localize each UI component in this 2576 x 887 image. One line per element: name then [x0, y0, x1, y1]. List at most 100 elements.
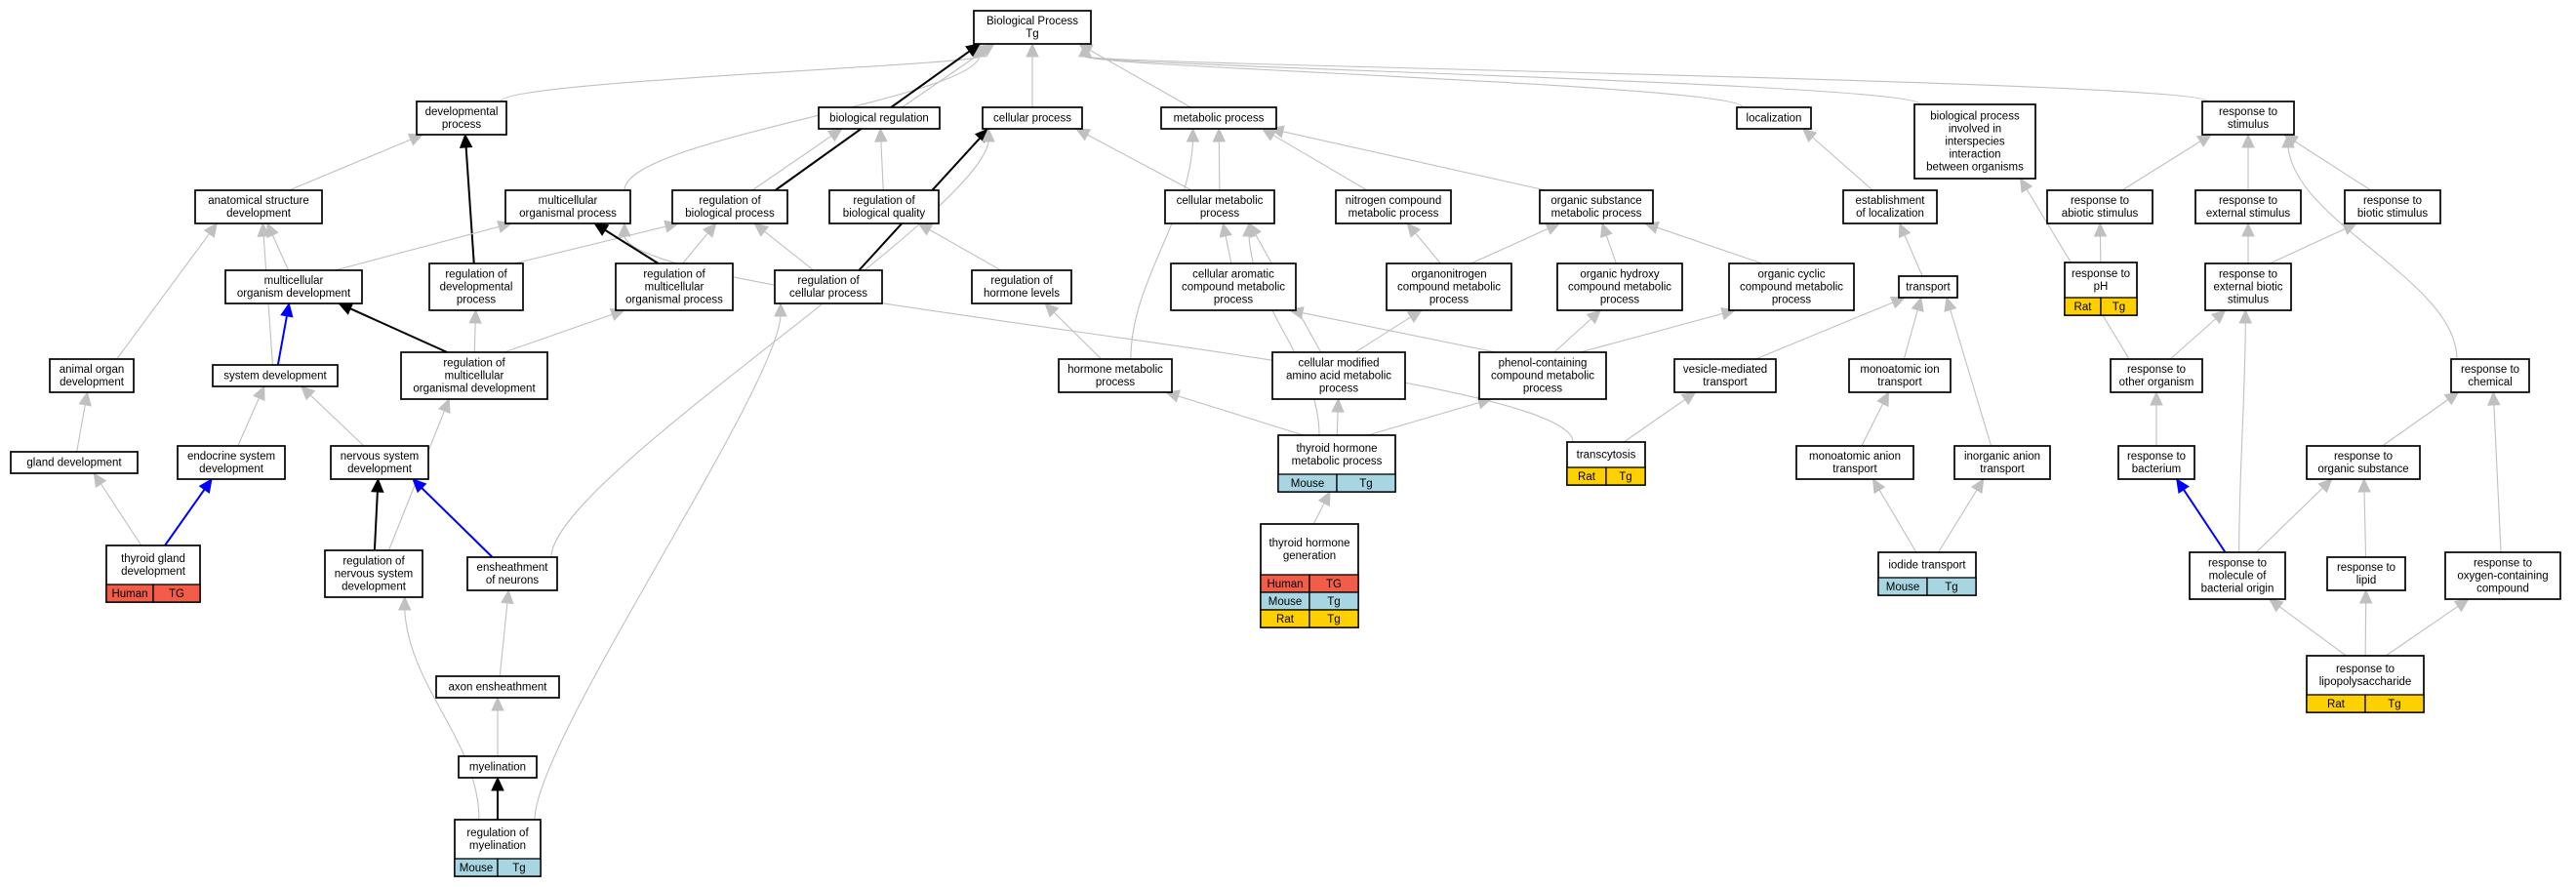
go-term-box[interactable] [1160, 106, 1277, 130]
go-term-box[interactable] [49, 358, 135, 393]
go-term-box[interactable] [1736, 106, 1812, 130]
go-term-box[interactable] [2194, 189, 2302, 224]
go-term-box[interactable] [1913, 103, 2036, 180]
go-term-box[interactable] [774, 269, 883, 304]
go-term-box[interactable] [1058, 358, 1173, 393]
go-term-axonensh[interactable]: axon ensheathment [435, 675, 560, 699]
go-term-box[interactable] [466, 556, 558, 591]
go-term-box[interactable] [2110, 358, 2203, 393]
go-term-transport[interactable]: transport [1898, 275, 1958, 299]
go-term-myelination[interactable]: myelination [458, 755, 538, 779]
go-term-box[interactable] [2306, 445, 2421, 480]
go-term-box[interactable] [982, 106, 1083, 130]
go-term-box[interactable] [224, 269, 363, 304]
go-term-box[interactable] [1898, 275, 1958, 299]
go-term-box[interactable] [416, 101, 507, 136]
go-term-box[interactable] [1539, 189, 1654, 224]
go-term-box[interactable] [1386, 262, 1512, 311]
go-term-cellproc[interactable]: cellular process [982, 106, 1083, 130]
go-term-box[interactable] [194, 189, 323, 224]
go-term-box[interactable] [2450, 358, 2530, 393]
go-term-box[interactable] [330, 445, 429, 480]
go-term-box[interactable] [2444, 551, 2561, 600]
go-term-box[interactable] [1335, 189, 1452, 224]
go-term-metproc[interactable]: metabolic process [1160, 106, 1277, 130]
go-term-box[interactable] [1170, 262, 1297, 311]
go-term-box[interactable] [1271, 351, 1406, 400]
go-term-box[interactable] [1953, 445, 2051, 480]
go-term-box[interactable] [458, 755, 538, 779]
go-term-box[interactable] [10, 451, 139, 474]
go-term-box[interactable] [1728, 262, 1855, 311]
go-term-box[interactable] [973, 10, 1092, 45]
go-term-box[interactable] [1673, 358, 1777, 393]
go-term-loc[interactable]: localization [1736, 106, 1812, 130]
go-term-box[interactable] [818, 106, 941, 130]
go-term-box[interactable] [212, 364, 339, 387]
go-term-box[interactable] [2326, 556, 2406, 591]
go-term-box[interactable] [435, 675, 560, 699]
go-term-bioreg[interactable]: biological regulation [818, 106, 941, 130]
go-term-box[interactable] [671, 189, 788, 224]
go-term-box[interactable] [1478, 351, 1607, 400]
go-term-box[interactable] [324, 549, 423, 598]
go-term-box[interactable] [428, 262, 524, 311]
go-term-box[interactable] [2189, 551, 2286, 600]
go-term-box[interactable] [1842, 189, 1938, 224]
go-term-box[interactable] [2046, 189, 2153, 224]
go-term-box[interactable] [1795, 445, 1914, 480]
go-term-box[interactable] [971, 269, 1072, 304]
go-term-box[interactable] [400, 351, 548, 400]
go-term-box[interactable] [2117, 445, 2195, 480]
go-term-box[interactable] [177, 445, 286, 480]
go-term-box[interactable] [615, 262, 734, 311]
go-term-box[interactable] [1556, 262, 1683, 311]
go-term-box[interactable] [1164, 189, 1275, 224]
